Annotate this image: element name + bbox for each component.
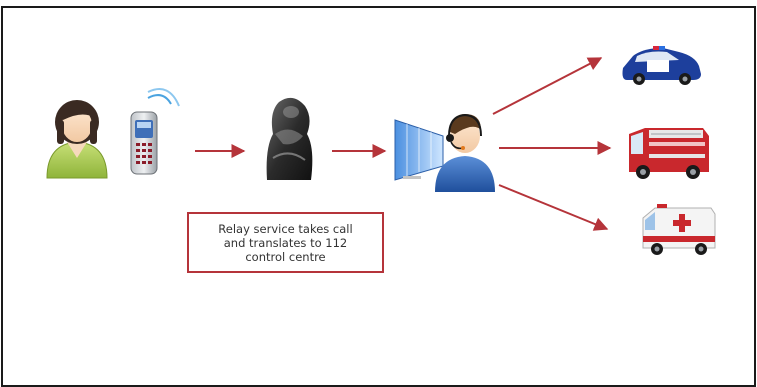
mobile-phone-icon bbox=[130, 88, 180, 175]
caption-line-3: control centre bbox=[245, 249, 326, 264]
caption-line-2: and translates to 112 bbox=[223, 235, 348, 250]
woman-user-icon bbox=[46, 100, 108, 179]
arrow-to-police bbox=[492, 57, 603, 115]
arrow-to-ambulance bbox=[498, 184, 609, 231]
ambulance-icon bbox=[642, 204, 716, 255]
relay-caption-box: Relay service takes call and translates … bbox=[187, 212, 384, 273]
call-operator-icon bbox=[394, 113, 495, 192]
relay-service-icon bbox=[266, 97, 313, 180]
diagram-frame: Relay service takes call and translates … bbox=[1, 6, 756, 387]
caption-line-1: Relay service takes call bbox=[218, 221, 353, 236]
flow-diagram bbox=[46, 46, 716, 255]
police-car-icon bbox=[622, 46, 701, 85]
fire-truck-icon bbox=[629, 128, 709, 179]
